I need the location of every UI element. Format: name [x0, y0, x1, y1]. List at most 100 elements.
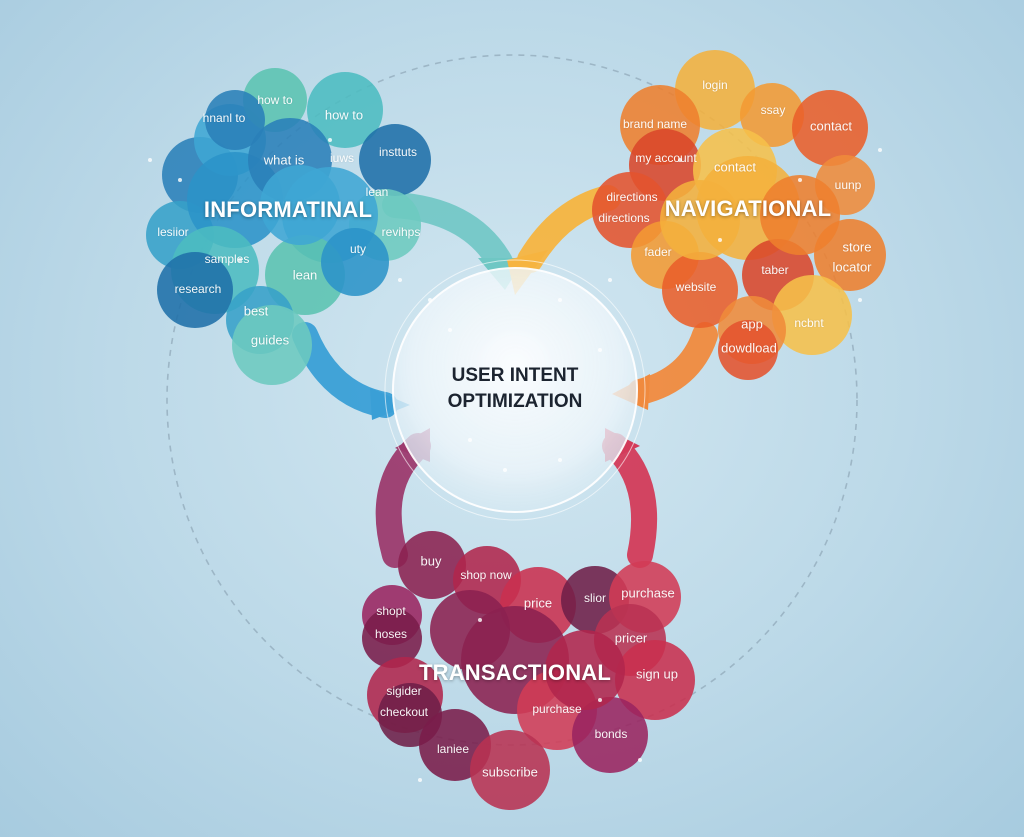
nav-bubble [792, 90, 868, 166]
info-bubble [205, 90, 265, 150]
info-keyword: guides [250, 332, 290, 348]
info-bubble [157, 252, 233, 328]
sparkle-dot [558, 458, 562, 462]
navigational-title: NAVIGATIONAL [664, 196, 832, 221]
info-bubble [232, 305, 312, 385]
nav-keyword: ssay [760, 103, 786, 117]
sparkle-dot [718, 238, 722, 242]
info-bubble [307, 72, 383, 148]
nav-keyword: brand name [622, 117, 688, 131]
trans-bubble [398, 531, 466, 599]
nav-keyword: locator [832, 259, 872, 275]
sparkle-dot [468, 438, 472, 442]
sparkle-dot [148, 158, 152, 162]
info-keyword: how to [257, 93, 293, 107]
nav-keyword: directions [598, 211, 650, 225]
center-sphere [392, 267, 638, 513]
informational-title: INFORMATINAL [203, 197, 373, 222]
trans-keyword: buy [420, 553, 442, 569]
sparkle-dot [858, 298, 862, 302]
nav-keyword: login [702, 78, 728, 92]
info-keyword: iuws [329, 151, 355, 165]
trans-bubble [545, 630, 625, 710]
info-keyword: what is [263, 152, 305, 168]
trans-keyword: hoses [374, 627, 408, 641]
nav-keyword: contact [714, 159, 756, 175]
sparkle-dot [178, 178, 182, 182]
nav-keyword: contact [810, 118, 852, 134]
info-keyword: how to [324, 107, 364, 123]
info-keyword: uty [349, 242, 367, 256]
trans-keyword: checkout [379, 705, 429, 719]
informational-bubble-cluster [146, 68, 431, 385]
trans-keyword: price [523, 595, 553, 611]
trans-bubble [362, 608, 422, 668]
center-title-line1: USER INTENT [451, 365, 579, 386]
arrow-nav-bottom [627, 322, 718, 405]
sparkle-dot [638, 758, 642, 762]
nav-bubble [740, 83, 804, 147]
transactional-bubble-cluster [362, 531, 695, 810]
info-bubble [260, 165, 340, 245]
trans-bubble [430, 590, 510, 670]
info-keyword: lesiior [157, 225, 189, 239]
center-sphere-rim [384, 259, 646, 521]
center-title: USER INTENT OPTIMIZATION [448, 363, 583, 415]
sparkle-dot [558, 298, 562, 302]
sparkle-dot [878, 148, 882, 152]
trans-keyword: laniee [436, 742, 470, 756]
sparkle-dot [328, 138, 332, 142]
center-title-line2: OPTIMIZATION [447, 391, 583, 412]
transactional-title: TRANSACTIONAL [418, 660, 612, 685]
trans-keyword: bonds [594, 727, 628, 741]
info-keyword: best [243, 303, 269, 319]
nav-bubble [760, 175, 840, 255]
info-bubble [321, 228, 389, 296]
trans-bubble [470, 730, 550, 810]
sparkle-dot [598, 348, 602, 352]
nav-bubble [772, 275, 852, 355]
sparkle-dot [398, 278, 402, 282]
trans-bubble [615, 640, 695, 720]
trans-keyword: shop now [460, 568, 512, 582]
nav-keyword: taber [761, 263, 789, 277]
trans-keyword: pricer [614, 630, 648, 646]
trans-keyword: subscribe [482, 764, 538, 780]
info-keyword: lean [365, 185, 389, 199]
sparkle-dot [608, 278, 612, 282]
trans-keyword: sigider [386, 684, 422, 698]
nav-keyword: store [842, 239, 872, 255]
sparkle-dot [418, 778, 422, 782]
trans-keyword: slior [583, 591, 607, 605]
sparkle-dot [238, 258, 242, 262]
sparkle-dot [428, 298, 432, 302]
trans-keyword: purchase [532, 702, 582, 716]
info-bubble [359, 124, 431, 196]
nav-keyword: ncbnt [794, 316, 824, 330]
nav-keyword: my account [635, 151, 697, 165]
nav-keyword: website [675, 280, 717, 294]
trans-bubble [572, 697, 648, 773]
arrowhead-info-bottom [370, 388, 410, 420]
info-keyword: samples [204, 252, 250, 266]
sparkle-dot [798, 178, 802, 182]
info-keyword: insttuts [378, 145, 418, 159]
nav-keyword: dowdload [721, 340, 777, 356]
info-keyword: lean [292, 267, 318, 283]
trans-keyword: shopt [376, 604, 406, 618]
nav-keyword: uunp [834, 178, 862, 192]
sparkle-dots [148, 138, 882, 782]
arrow-trans-left [375, 433, 431, 568]
info-keyword: hnanl to [202, 111, 246, 125]
trans-keyword: purchase [621, 585, 675, 601]
info-keyword: research [174, 282, 222, 296]
navigational-bubble-cluster [592, 50, 886, 380]
sparkle-dot [503, 468, 507, 472]
sparkle-dot [448, 328, 452, 332]
trans-keyword: sign up [636, 666, 678, 682]
nav-bubble [718, 320, 778, 380]
nav-keyword: directions [606, 190, 658, 204]
sparkle-dot [678, 158, 682, 162]
